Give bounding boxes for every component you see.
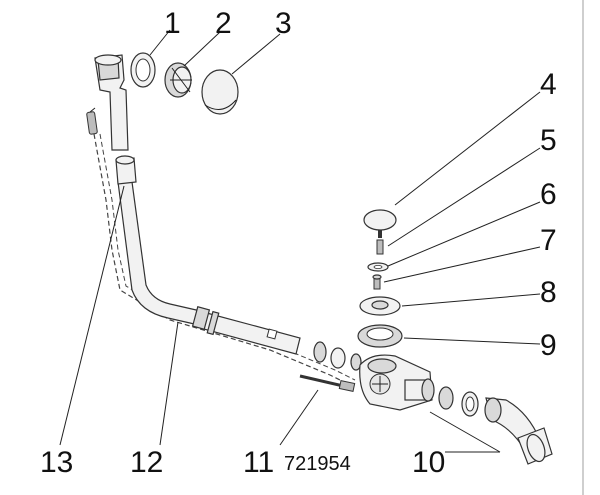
callout-labels: 1 2 3 4 5 6 7 8 9 10 11 721954 12 13 xyxy=(40,7,557,479)
callout-13: 13 xyxy=(40,446,73,479)
pipe-couplings xyxy=(313,341,362,371)
part-4-drain-plug xyxy=(363,209,397,238)
drain-body xyxy=(359,354,435,411)
callout-1: 1 xyxy=(164,7,181,40)
part-6-washer xyxy=(367,262,389,272)
callout-7: 7 xyxy=(540,224,557,257)
callout-4: 4 xyxy=(540,68,557,101)
callout-10: 10 xyxy=(412,446,445,479)
callout-3: 3 xyxy=(275,7,292,40)
callout-12: 12 xyxy=(130,446,163,479)
part-12-overflow-pipe xyxy=(115,155,301,355)
part-11-actuator-rod xyxy=(299,374,356,392)
part-2-overflow-rosette xyxy=(164,62,192,98)
part-5-stem xyxy=(376,239,384,255)
part-1-seal-ring xyxy=(130,52,156,88)
article-number: 721954 xyxy=(284,453,351,475)
overflow-elbow xyxy=(94,54,129,151)
part-3-overflow-cover xyxy=(201,69,239,115)
callout-5: 5 xyxy=(540,124,557,157)
callout-2: 2 xyxy=(215,7,232,40)
callout-8: 8 xyxy=(540,276,557,309)
callout-9: 9 xyxy=(540,329,557,362)
part-8-strainer xyxy=(359,296,401,316)
leader-lines xyxy=(59,29,541,453)
part-7-screw xyxy=(372,274,382,290)
callout-11: 11 xyxy=(243,446,274,479)
part-10-drain-outlet xyxy=(438,386,553,465)
part-9-seal xyxy=(357,324,403,348)
callout-6: 6 xyxy=(540,178,557,211)
